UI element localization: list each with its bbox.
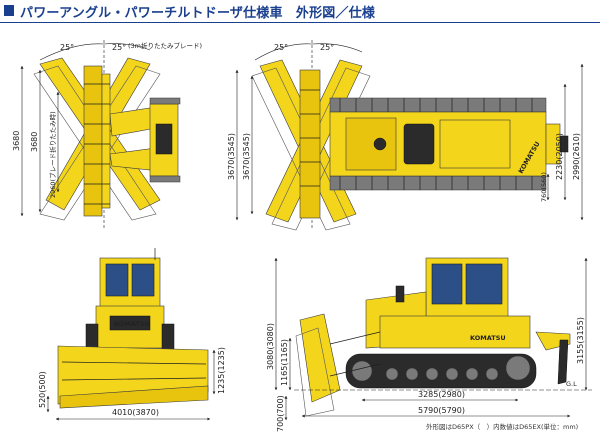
angle-arc-left-2 (254, 43, 313, 61)
blade-frame (101, 73, 111, 209)
cab-window-right (131, 263, 155, 297)
blade-line-1 (61, 361, 207, 365)
side-view: KOMATSU G.L (266, 257, 592, 432)
track-pads (339, 98, 533, 190)
title-bar: パワーアングル・パワーチルトドーザ仕様車 外形図／仕様 (0, 0, 600, 22)
grill-front (109, 315, 151, 331)
ground-label: G.L (566, 380, 577, 388)
cab-window-left (105, 263, 129, 297)
dim-cab-height: 3080(3080) (266, 323, 275, 370)
drawing-canvas: 25° 25° (3m折りたたみブレード) (12, 40, 592, 432)
top-view-right: 25° 25° (227, 40, 584, 231)
blade2-straight (299, 69, 321, 219)
cab-window-side-rear (465, 263, 503, 305)
dim-outer-2: 3670(3545) (227, 133, 236, 180)
body-side (379, 315, 531, 349)
top-view-left: 25° 25° (3m折りたたみブレード) (12, 40, 202, 229)
dim-inner-2: 3670(3545) (242, 133, 251, 180)
cab-roof-top (403, 123, 435, 165)
track-left (329, 97, 547, 113)
dim-lift: 520(500) (38, 371, 47, 408)
dim-right-b: 2230(2050) (555, 133, 564, 180)
track-top (149, 97, 181, 105)
title-underline (0, 22, 600, 23)
angle-label-left: 25° (60, 43, 74, 52)
angle-arc-left (39, 43, 105, 61)
dim-wheelbase: 3285(2980) (418, 390, 465, 399)
push-arm-side (329, 363, 381, 377)
ripper-shank-side (557, 339, 569, 385)
track-rollers (351, 355, 531, 382)
cab-window-side-front (431, 263, 463, 305)
dim-right-c: 2990(2610) (572, 133, 581, 180)
dim-overall: 3680 (12, 131, 21, 151)
engine-hood-top (345, 117, 397, 171)
blade2-ribs (300, 89, 320, 187)
blade-side (299, 313, 341, 403)
dim-folded: 2960(ブレード折りたたみ時) (48, 111, 57, 198)
dim-drop: 700(700) (276, 395, 285, 432)
angle-arc-right-2 (311, 43, 363, 53)
page-title: パワーアングル・パワーチルトドーザ仕様車 外形図／仕様 (20, 6, 376, 21)
rear-deck-top (439, 119, 511, 169)
angle-arc-right (103, 43, 151, 51)
footnote: 外形図はD65PX（ ）内数値はD65EX(単位：mm) (426, 422, 578, 431)
exhaust-top (373, 137, 387, 151)
blade-edge-front (59, 385, 209, 409)
dim-blade-height: 1235(1235) (217, 347, 226, 394)
dim-top: 1165(1165) (280, 339, 289, 386)
track-bottom (149, 175, 181, 183)
blade-ribs (84, 83, 110, 205)
track-right (329, 175, 547, 191)
dim-right-a: 760(560) (540, 172, 548, 202)
front-view: KOMATSU 520(500) 1235(1235) 4010(3870) (38, 248, 226, 421)
dim-length: 5790(5790) (418, 406, 465, 415)
dim-right-height: 3155(3155) (576, 317, 585, 364)
dim-width: 4010(3870) (112, 408, 159, 417)
exhaust-side (395, 285, 405, 303)
radiator-grill (155, 123, 173, 155)
title-square-icon (4, 5, 14, 16)
blade-line-2 (61, 377, 207, 381)
blade2-outline-b (271, 67, 371, 231)
blade-side-raised (295, 327, 335, 417)
logo-side: KOMATSU (470, 334, 506, 342)
lift-cylinder (329, 331, 381, 345)
angle-label-right: 25° (112, 43, 126, 52)
blade-note: (3m折りたたみブレード) (128, 41, 202, 50)
logo-front: KOMATSU (114, 320, 150, 328)
angle-label-right-2: 25° (320, 43, 334, 52)
angle-label-left-2: 25° (274, 43, 288, 52)
dim-inner: 3680 (30, 132, 39, 152)
blade-straight (83, 65, 103, 217)
